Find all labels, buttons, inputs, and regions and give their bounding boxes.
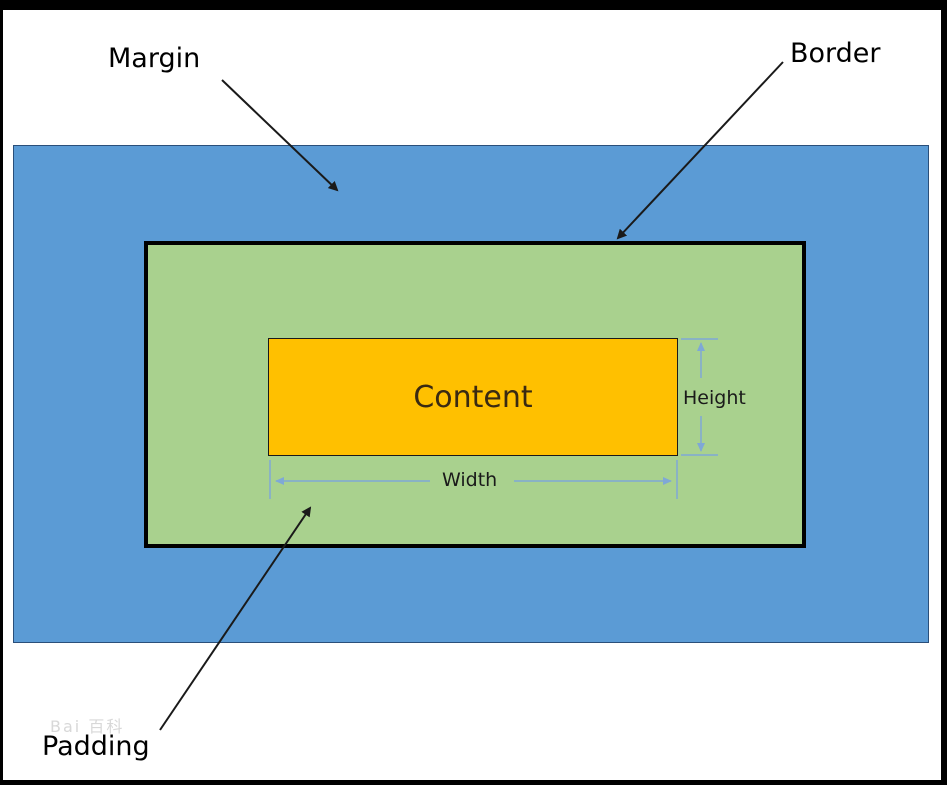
padding-label: Padding — [42, 731, 150, 762]
width-label: Width — [442, 469, 498, 491]
watermark: Bai 百科 — [50, 717, 125, 736]
content-area: Content — [268, 338, 678, 456]
height-label: Height — [683, 387, 746, 409]
border-label: Border — [790, 38, 881, 69]
margin-label: Margin — [108, 43, 201, 74]
content-label: Content — [413, 379, 533, 415]
